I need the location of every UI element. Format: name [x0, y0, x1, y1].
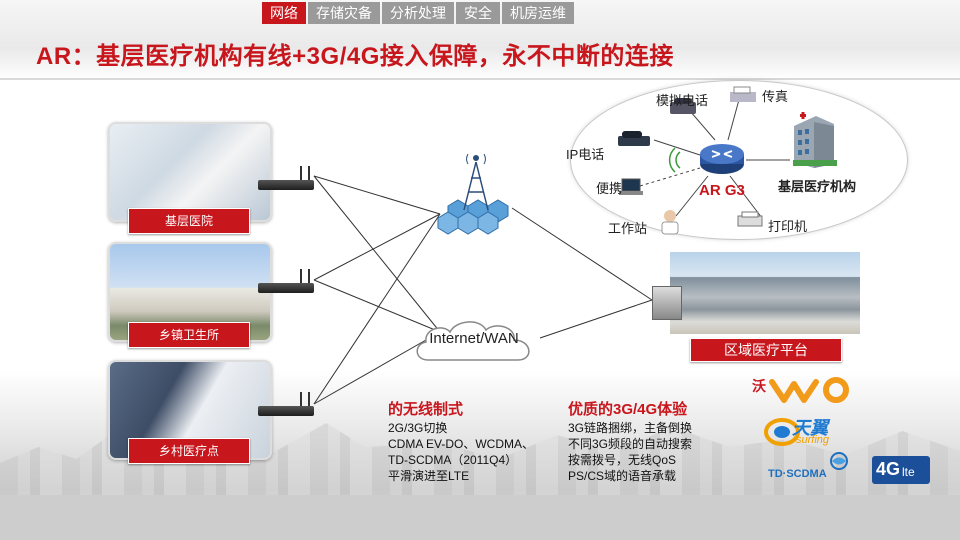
td-scdma-logo: TD·SCDMA: [768, 452, 854, 482]
wireless-title: 的无线制式: [388, 401, 464, 418]
wireless-line: 2G/3G切换: [388, 421, 448, 435]
footer-strip: [0, 495, 960, 540]
cell-tower-icon: [437, 153, 509, 235]
cloud-icon: [416, 321, 530, 361]
institution-label: 基层医疗机构: [778, 179, 857, 194]
experience-line: 3G链路捆绑，主备倒换: [568, 421, 693, 435]
fax-icon: [730, 86, 756, 102]
title-divider: [0, 78, 960, 80]
ip-phone-label: IP电话: [566, 147, 605, 162]
printer-icon: [737, 211, 763, 227]
platform-label: 区域医疗平台: [690, 338, 842, 362]
analog-phone-label: 模拟电话: [656, 93, 709, 108]
wireless-line: TD-SCDMA（2011Q4）: [388, 453, 518, 467]
lte-logo-text: lte: [902, 465, 915, 479]
tianyi-logo: 天翼 surfing: [762, 412, 858, 450]
server-icon: [652, 286, 682, 320]
site-label-township-clinic: 乡镇卫生所: [128, 322, 250, 348]
fax-label: 传真: [762, 89, 789, 104]
experience-title: 优质的3G/4G体验: [568, 401, 688, 418]
router-icon: [258, 392, 314, 416]
cloud-label: Internet/WAN: [429, 330, 519, 347]
td-scdma-text: TD·SCDMA: [768, 468, 827, 480]
site-label-hospital: 基层医院: [128, 208, 250, 234]
laptop-icon: [619, 178, 643, 195]
building-icon: [793, 112, 837, 168]
device-name: AR G3: [699, 182, 745, 199]
experience-line: 不同3G频段的自动搜索: [568, 437, 693, 451]
router-icon: [258, 166, 314, 190]
tab-analytics[interactable]: 分析处理: [382, 2, 454, 24]
wireless-line: 平滑演进至LTE: [388, 469, 470, 483]
tab-security[interactable]: 安全: [456, 2, 500, 24]
regional-platform-photo: [670, 252, 860, 334]
router-icon: [258, 269, 314, 293]
experience-line: 按需拨号，无线QoS: [568, 453, 677, 467]
wo-logo-text: 沃: [752, 378, 766, 394]
surfing-logo-text: surfing: [796, 434, 830, 446]
ip-phone-icon: [618, 131, 650, 146]
slide-title: AR：基层医疗机构有线+3G/4G接入保障，永不中断的连接: [36, 43, 674, 70]
wo-logo: 沃: [750, 374, 860, 406]
printer-label: 打印机: [768, 219, 808, 234]
4g-lte-logo: 4G lte: [872, 456, 930, 484]
tab-storage-backup[interactable]: 存储灾备: [308, 2, 380, 24]
laptop-label: 便携: [596, 181, 623, 196]
tab-datacenter-ops[interactable]: 机房运维: [502, 2, 574, 24]
tab-network[interactable]: 网络: [262, 2, 306, 24]
4g-logo-text: 4G: [876, 459, 901, 479]
experience-line: PS/CS域的语音承载: [568, 469, 677, 483]
ar-g3-router-icon: [700, 144, 744, 174]
tianyi-logo-text: 天翼: [792, 418, 828, 438]
wireless-section: 的无线制式 2G/3G切换 CDMA EV-DO、WCDMA、 TD-SCDMA…: [388, 400, 534, 484]
workstation-icon: [661, 210, 679, 235]
experience-section: 优质的3G/4G体验 3G链路捆绑，主备倒换 不同3G频段的自动搜索 按需拨号，…: [568, 400, 692, 484]
top-nav: 网络 存储灾备 分析处理 安全 机房运维: [262, 2, 576, 24]
wireless-line: CDMA EV-DO、WCDMA、: [388, 437, 535, 451]
workstation-label: 工作站: [608, 221, 648, 236]
site-label-village-clinic: 乡村医疗点: [128, 438, 250, 464]
analog-phone-icon: [670, 98, 696, 114]
